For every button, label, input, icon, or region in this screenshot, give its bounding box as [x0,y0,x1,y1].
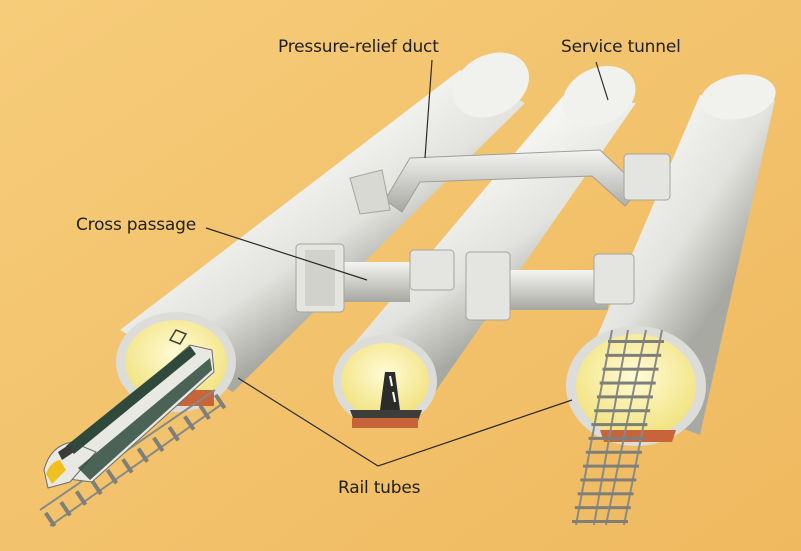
leader-rail-tubes-left [237,377,379,467]
leader-pressure-relief-duct [424,59,433,159]
track-sleeper [577,492,634,496]
track-sleeper [44,511,57,528]
label-service-tunnel: Service tunnel [561,37,681,57]
brick-base [352,418,418,428]
track-sleeper [605,353,662,357]
track-sleeper [585,450,642,454]
track-sleeper [59,501,72,517]
track-sleeper [183,415,196,431]
track-sleeper [580,478,637,482]
track-sleeper [574,506,631,510]
leader-cross-passage [205,227,368,281]
track-sleeper [602,367,659,371]
track-sleeper [74,490,88,506]
leader-rail-tubes-right [377,399,573,467]
left-tube-sleepers [44,393,227,528]
right-tube-sleepers [572,340,664,523]
track-sleeper [105,468,119,485]
track-sleeper [90,479,103,496]
track-sleeper [596,395,653,399]
track-sleeper [136,447,149,463]
track-sleeper [152,436,165,453]
cross-passage-back [409,249,635,321]
track-sleeper [599,381,656,385]
track-sleeper [588,436,645,440]
leader-lines [205,59,609,467]
label-rail-tubes: Rail tubes [338,478,421,498]
track-sleeper [167,425,180,442]
track-sleeper [583,464,640,468]
pressure-relief-duct [349,149,671,215]
leader-service-tunnel [595,61,609,101]
label-pressure-relief-duct: Pressure-relief duct [278,37,439,57]
track-sleeper [198,404,211,420]
track-sleeper [214,393,227,410]
track-sleeper [572,520,628,523]
eurostar-train-icon [43,329,215,489]
track-sleeper [591,423,648,427]
track-sleeper [608,340,664,343]
label-cross-passage: Cross passage [76,215,196,235]
track-sleeper [121,458,134,474]
track-sleeper [594,409,651,413]
